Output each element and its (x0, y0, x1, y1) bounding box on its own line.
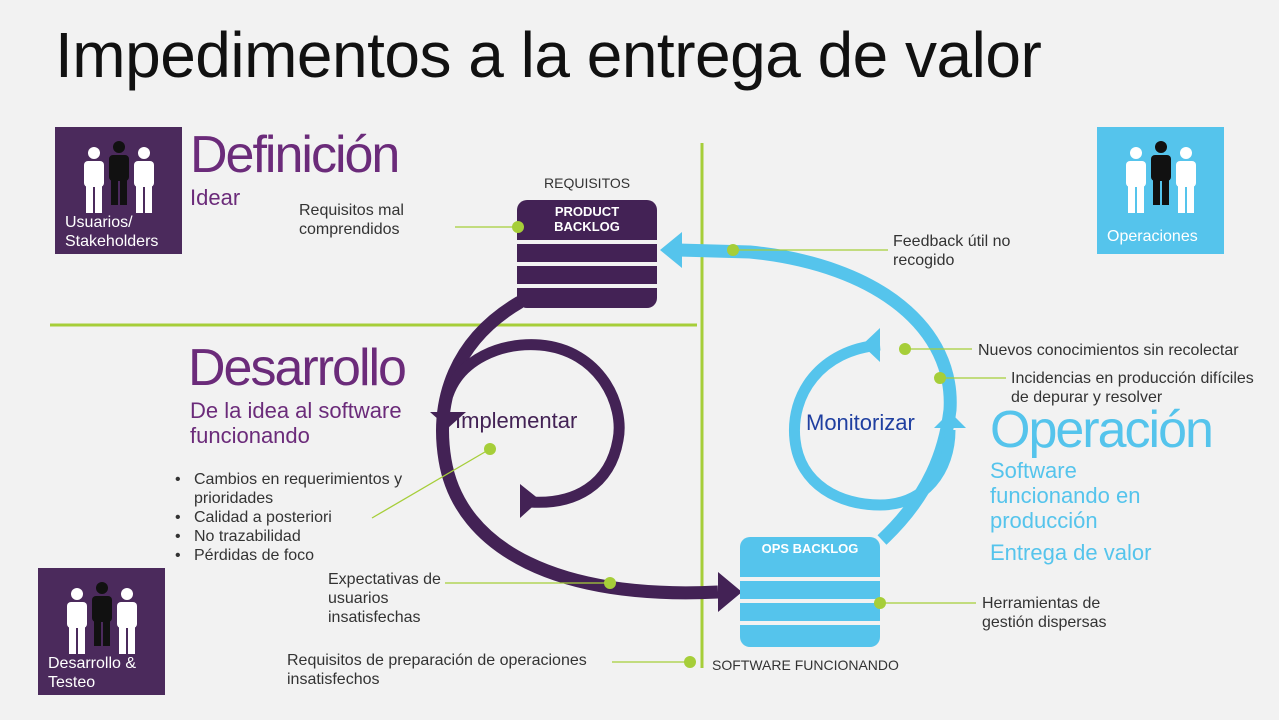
implement-arrowhead-bottom (520, 484, 540, 518)
ops-backlog-label: OPS BACKLOG (761, 541, 859, 556)
software-caption: SOFTWARE FUNCIONANDO (712, 657, 899, 673)
dev-issues-list: •Cambios en requerimientos y prioridades… (172, 470, 444, 565)
ops-feedback-arrowhead (660, 232, 682, 268)
operations-tile-label: Operaciones (1107, 228, 1198, 245)
ops-backlog-board (740, 537, 880, 647)
product-backlog-label: PRODUCT BACKLOG (554, 204, 620, 234)
issue-misunderstood: Requisitos mal comprendidos (299, 202, 404, 238)
definition-subtitle: Idear (190, 185, 241, 210)
product-backlog-board (517, 200, 657, 308)
dev-flow-arrowhead (718, 572, 742, 612)
callout-leaders (371, 226, 1006, 663)
definition-heading: Definición (190, 126, 400, 184)
list-item: •No trazabilidad (175, 528, 301, 545)
issue-knowledge: Nuevos conocimientos sin recolectar (978, 342, 1239, 359)
implement-cycle (442, 339, 625, 508)
callout-dots (484, 221, 946, 668)
operation-heading: Operación (990, 401, 1214, 459)
list-item: •Pérdidas de foco (175, 547, 315, 564)
people-icon (1126, 141, 1196, 213)
dev-tile-label: Desarrollo & Testeo (48, 655, 137, 691)
development-subtitle: De la idea al software funcionando (190, 398, 402, 448)
monitor-arrowhead-top (862, 328, 880, 362)
monitor-label: Monitorizar (806, 410, 915, 435)
issue-incidents: Incidencias en producción difíciles de d… (1011, 370, 1254, 406)
monitor-arrowhead-right (934, 412, 966, 428)
monitor-cycle (788, 339, 956, 511)
implement-arrowhead-left (430, 412, 466, 428)
issue-ops-requirements: Requisitos de preparación de operaciones… (287, 652, 587, 688)
issue-tools: Herramientas de gestión dispersas (982, 595, 1107, 631)
people-icon (84, 141, 154, 213)
issue-feedback: Feedback útil no recogido (893, 233, 1011, 269)
issue-expectations: Expectativas de usuarios insatisfechas (328, 571, 441, 626)
requirements-caption: REQUISITOS (544, 175, 631, 191)
development-heading: Desarrollo (188, 339, 407, 397)
users-stakeholders-tile: Usuarios/ Stakeholders (55, 127, 182, 254)
operation-value: Entrega de valor (990, 540, 1152, 565)
dev-test-tile: Desarrollo & Testeo (38, 568, 165, 695)
list-item: •Cambios en requerimientos y prioridades (175, 471, 403, 507)
list-item: •Calidad a posteriori (175, 509, 332, 526)
operation-subtitle: Software funcionando en producción (990, 458, 1141, 533)
page-title: Impedimentos a la entrega de valor (55, 19, 1042, 91)
users-tile-label: Usuarios/ Stakeholders (65, 214, 159, 250)
dev-flow-arrow (436, 296, 719, 600)
implement-label: Implementar (455, 408, 578, 433)
people-icon (67, 582, 137, 654)
operations-tile: Operaciones (1097, 127, 1224, 254)
